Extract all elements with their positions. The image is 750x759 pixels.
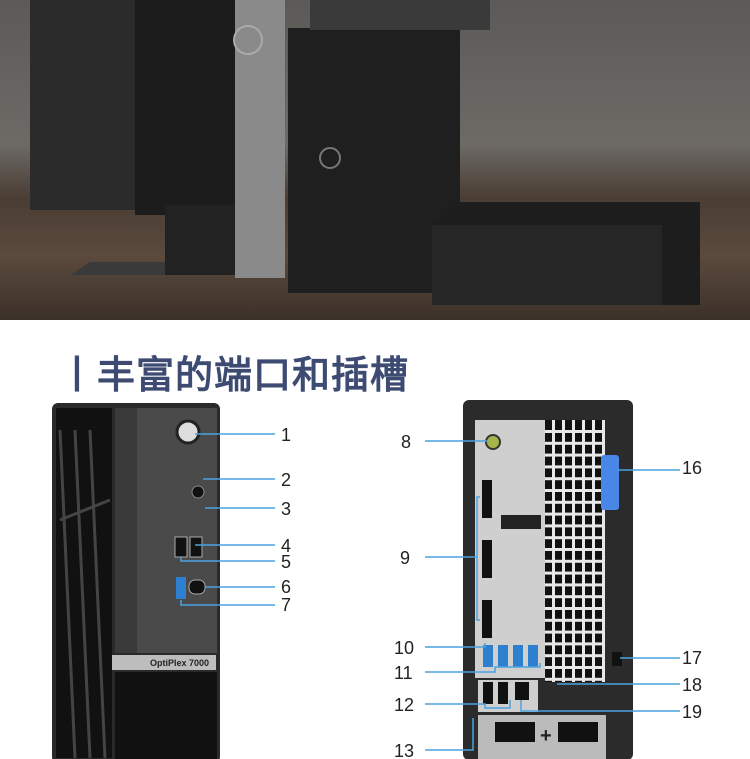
chassis-latch <box>601 455 619 510</box>
callout-7: 7 <box>281 595 291 615</box>
callout-6: 6 <box>281 577 291 597</box>
callout-13: 13 <box>394 741 414 759</box>
callout-16: 16 <box>682 458 702 478</box>
page-title: 丨丰富的端口和插槽 <box>58 353 410 397</box>
callout-11: 11 <box>394 663 413 683</box>
callout-1: 1 <box>281 425 291 445</box>
callout-5: 5 <box>281 552 291 572</box>
callout-8: 8 <box>401 432 411 452</box>
callout-17: 17 <box>682 648 702 668</box>
callout-2: 2 <box>281 470 291 490</box>
callout-18: 18 <box>682 675 702 695</box>
callout-9: 9 <box>400 548 410 568</box>
callout-3: 3 <box>281 499 291 519</box>
rear-chassis: + <box>463 400 633 759</box>
callout-10: 10 <box>394 638 414 658</box>
callout-4: 4 <box>281 536 291 556</box>
product-photo-banner <box>0 0 750 320</box>
front-tower: OptiPlex 7000 <box>52 403 220 759</box>
product-label: OptiPlex 7000 <box>150 658 209 668</box>
callout-19: 19 <box>682 702 702 722</box>
svg-text:+: + <box>540 725 552 747</box>
callout-12: 12 <box>394 695 414 715</box>
desktops-illustration <box>30 0 700 305</box>
